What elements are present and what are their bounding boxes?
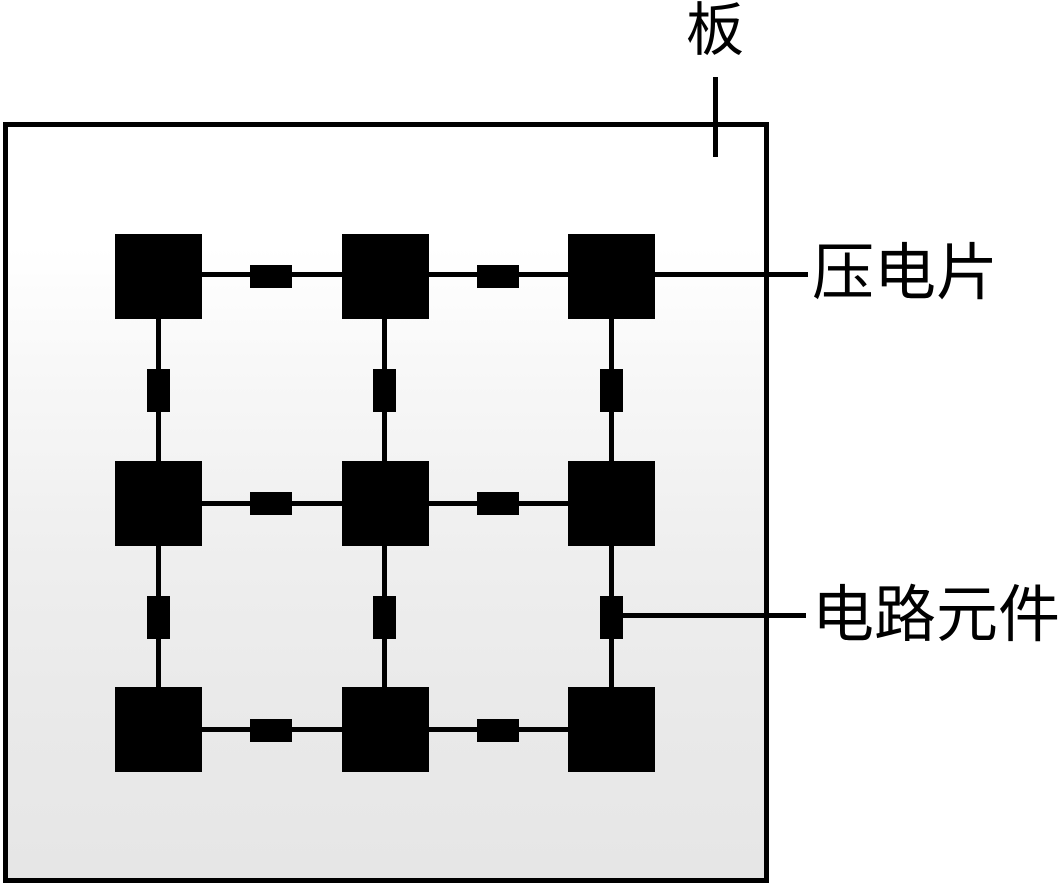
board-label: 板 (686, 0, 745, 63)
circuit-element-horizontal (477, 492, 519, 515)
piezo-square (568, 461, 655, 546)
circuit-element-callout-line (611, 613, 806, 618)
piezo-square (115, 234, 202, 319)
circuit-element-label: 电路元件 (812, 582, 1061, 650)
piezo-square (568, 234, 655, 319)
circuit-element-vertical (373, 369, 396, 412)
circuit-element-horizontal (477, 719, 519, 742)
circuit-element-vertical (147, 369, 170, 412)
circuit-element-vertical (600, 596, 623, 639)
circuit-element-vertical (373, 596, 396, 639)
circuit-element-vertical (147, 596, 170, 639)
piezo-square (115, 461, 202, 546)
piezo-square (342, 461, 429, 546)
circuit-element-horizontal (250, 492, 292, 515)
piezo-square (115, 687, 202, 772)
piezo-square (342, 234, 429, 319)
board-callout-line (713, 77, 718, 157)
piezo-square (568, 687, 655, 772)
piezo-square (342, 687, 429, 772)
circuit-element-horizontal (477, 265, 519, 288)
piezo-label: 压电片 (812, 240, 999, 308)
circuit-element-horizontal (250, 719, 292, 742)
circuit-element-horizontal (250, 265, 292, 288)
circuit-element-vertical (600, 369, 623, 412)
